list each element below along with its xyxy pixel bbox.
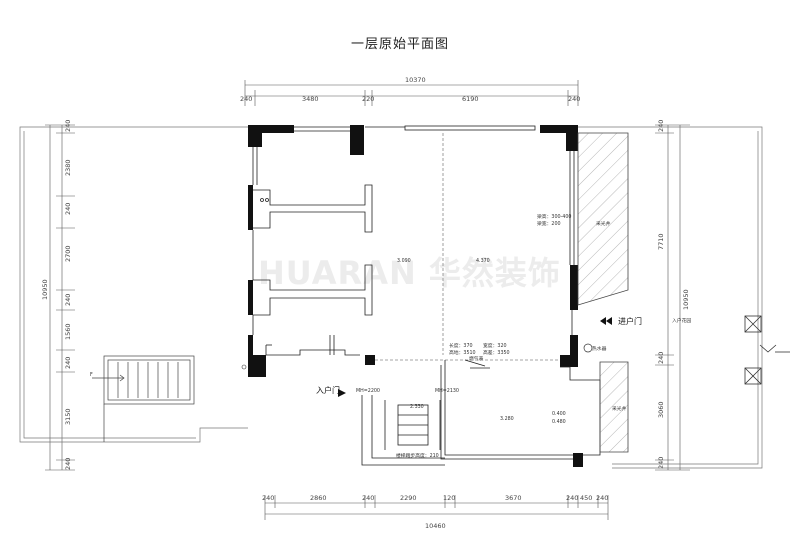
walls [248, 125, 583, 467]
bottom-dim-5: 120 [443, 494, 455, 502]
light-well-1-label: 采光井 [596, 220, 611, 227]
left-dim-7: 240 [64, 357, 72, 369]
beam2-c: 高地：3510 [449, 349, 476, 356]
left-total-dim: 10950 [41, 279, 49, 300]
top-total-dim: 10370 [405, 76, 426, 84]
step-width: 2.330 [410, 404, 424, 410]
bottom-dim-7: 240 [566, 494, 578, 502]
beam1-a: 梁高：300-400 [537, 213, 571, 220]
left-dim-4: 2700 [64, 245, 72, 262]
outside-stair [92, 355, 195, 442]
gas-meter-label: 燃气表 [469, 355, 484, 362]
site-boundary [19, 126, 763, 469]
left-dim-9: 240 [64, 458, 72, 470]
light-well-upper [577, 132, 629, 306]
top-dim-4: 6190 [462, 95, 479, 103]
top-dim-5: 240 [568, 95, 580, 103]
left-dimensions [45, 124, 75, 471]
right-dim-3: 240 [657, 352, 665, 364]
room-height-4: 0.400 [552, 411, 566, 417]
mh1-label: MH=2200 [356, 388, 380, 394]
left-dim-5: 240 [64, 294, 72, 306]
room-height-2: 4.370 [476, 258, 490, 264]
bottom-dim-6: 3670 [505, 494, 522, 502]
gate-symbol [744, 315, 790, 385]
right-dim-1: 240 [657, 120, 665, 132]
top-dimensions [244, 80, 579, 106]
bottom-dim-1: 240 [262, 494, 274, 502]
stair-note: 楼梯踏步高度：210 [396, 452, 439, 459]
entrance-arrow [338, 389, 346, 397]
bottom-dim-2: 2860 [310, 494, 327, 502]
entry-door-label: 进户门 [618, 316, 642, 326]
water-heater-label: 热水器 [592, 345, 607, 352]
plan-title: 一层原始平面图 [350, 37, 449, 52]
room-height-1: 3.090 [397, 258, 411, 264]
top-dim-2: 3480 [302, 95, 319, 103]
right-dim-2: 7710 [657, 233, 665, 250]
mh2-label: MH=2130 [435, 388, 459, 394]
room-height-5: 0.480 [552, 419, 566, 425]
watermark: HUARAN 华然装饰 [258, 254, 561, 292]
right-dim-5: 240 [657, 457, 665, 469]
beam1-b: 梁宽：200 [537, 220, 561, 227]
left-dim-8: 3150 [64, 408, 72, 425]
right-dimensions [655, 124, 690, 471]
water-heater-icon [583, 343, 593, 353]
light-well-lower [599, 361, 629, 453]
left-dim-6: 1560 [64, 323, 72, 340]
light-well-2-label: 采光井 [612, 405, 627, 412]
stair-direction-label: F [90, 372, 93, 378]
left-dim-3: 240 [64, 203, 72, 215]
beam2-d: 高差：3350 [483, 349, 510, 356]
left-dim-2: 2380 [64, 159, 72, 176]
bottom-dim-4: 2290 [400, 494, 417, 502]
drain-icon [241, 364, 247, 370]
entry-door-arrow [600, 317, 612, 325]
top-dim-3: 220 [362, 95, 374, 103]
interior-lines [252, 125, 601, 466]
beam2-a: 长度：370 [449, 342, 473, 349]
left-dim-1: 240 [64, 120, 72, 132]
entrance-label: 入户门 [316, 385, 340, 395]
bottom-dim-3: 240 [362, 494, 374, 502]
top-dim-1: 240 [240, 95, 252, 103]
beam2-b: 宽度：320 [483, 342, 507, 349]
garden-label: 入户花园 [672, 317, 691, 324]
bottom-dim-8: 450 [580, 494, 592, 502]
room-height-3: 3.280 [500, 416, 514, 422]
right-dim-4: 3060 [657, 401, 665, 418]
bottom-total-dim: 10460 [425, 522, 446, 530]
bottom-dim-9: 240 [596, 494, 608, 502]
bottom-dimensions [264, 495, 609, 520]
right-total-dim: 10950 [682, 289, 690, 310]
